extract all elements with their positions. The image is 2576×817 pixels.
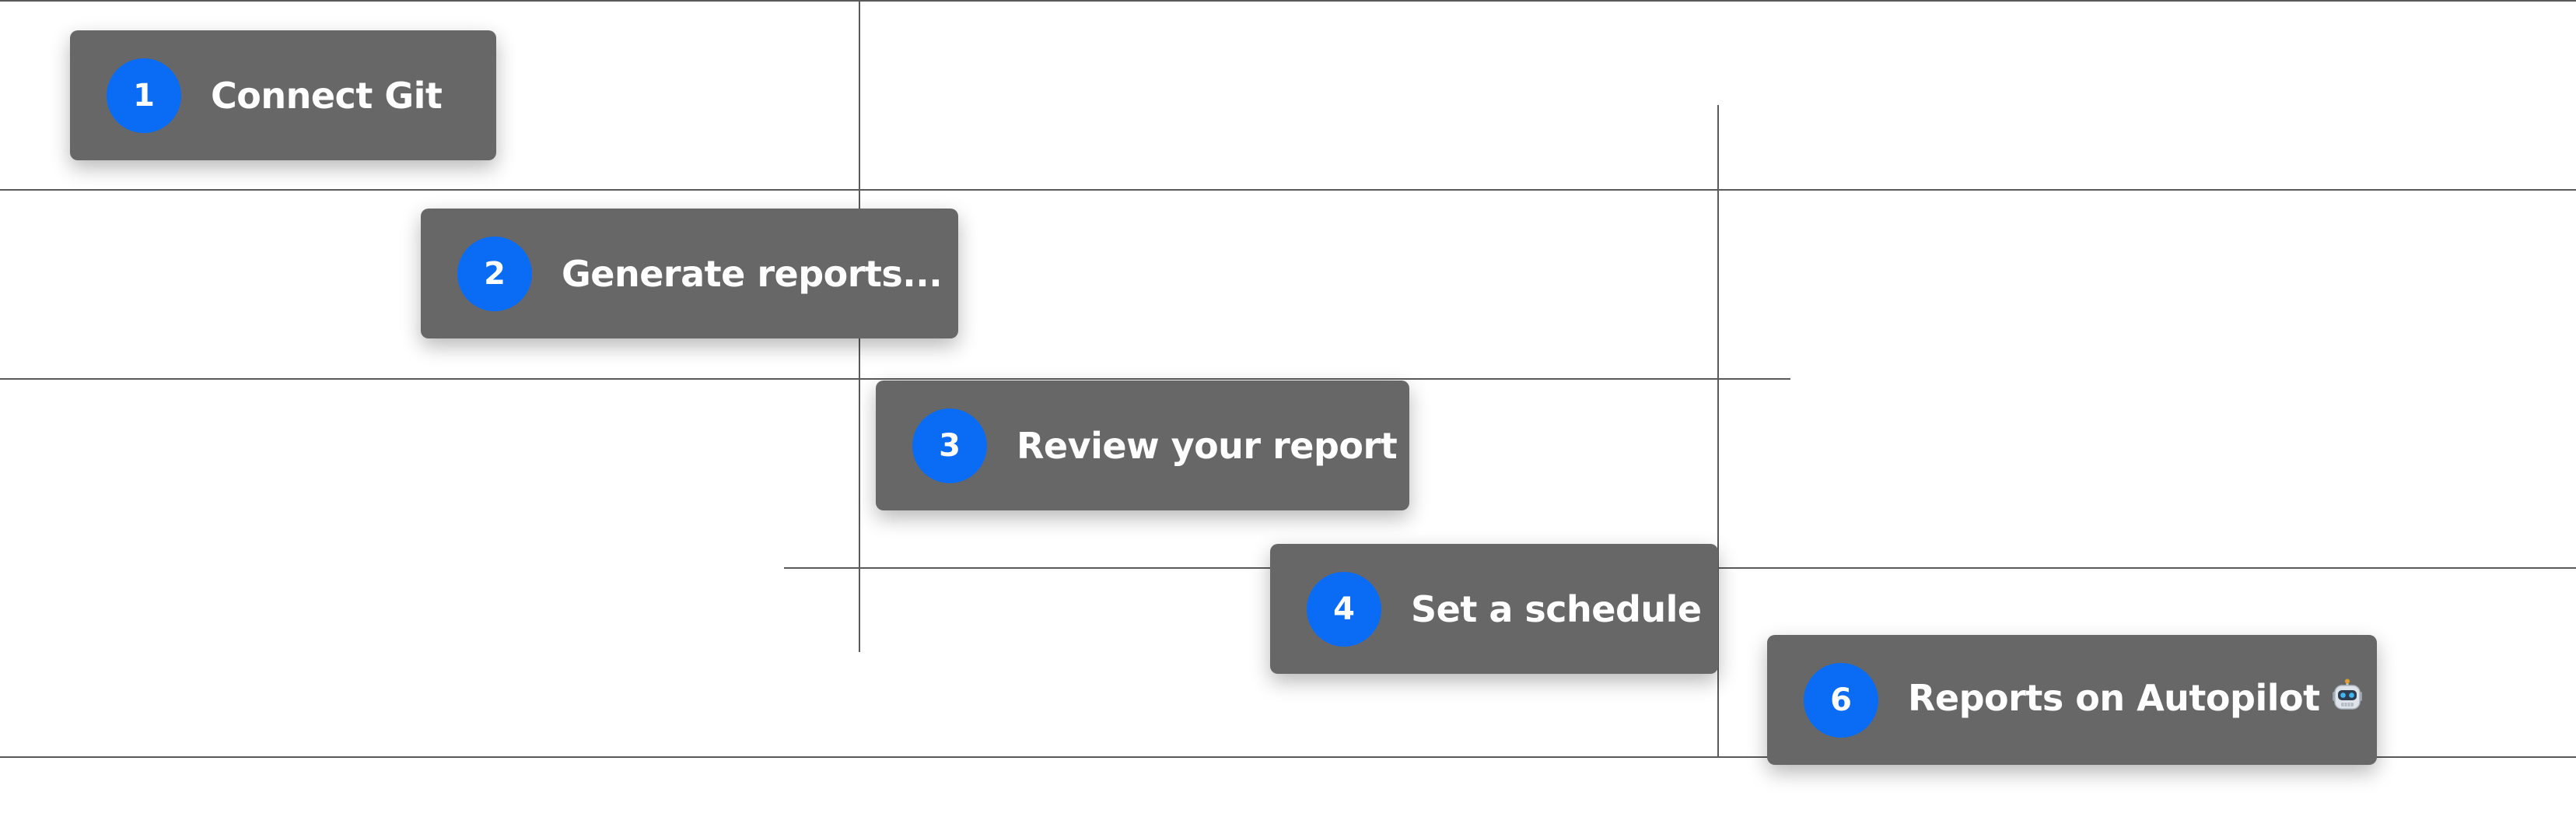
step-number-badge: 2	[457, 236, 532, 311]
grid-line-row-1	[0, 189, 2576, 191]
step-label: Set a schedule	[1411, 587, 1702, 630]
step-number-badge: 4	[1307, 571, 1381, 647]
step-number-badge: 6	[1804, 662, 1878, 738]
grid-line-column-2	[1717, 105, 1719, 756]
step-card-1: 1 Connect Git	[70, 30, 496, 160]
robot-icon	[2329, 678, 2365, 723]
step-label: Generate reports...	[562, 252, 943, 295]
step-label: Review your report	[1017, 424, 1398, 467]
step-card-2: 2 Generate reports...	[421, 209, 958, 338]
step-card-4: 4 Set a schedule	[1270, 544, 1718, 674]
grid-line-row-2	[0, 378, 1790, 380]
step-card-6: 6 Reports on Autopilot	[1767, 635, 2377, 765]
step-label: Connect Git	[211, 74, 443, 117]
step-label: Reports on Autopilot	[1908, 677, 2320, 719]
grid-line-top	[0, 0, 2576, 2]
step-card-3: 3 Review your report	[876, 380, 1409, 510]
grid-line-bottom	[0, 756, 2576, 758]
step-label-wrap: Reports on Autopilot	[1908, 677, 2365, 723]
step-number-badge: 3	[912, 408, 987, 483]
step-number-badge: 1	[107, 58, 181, 133]
